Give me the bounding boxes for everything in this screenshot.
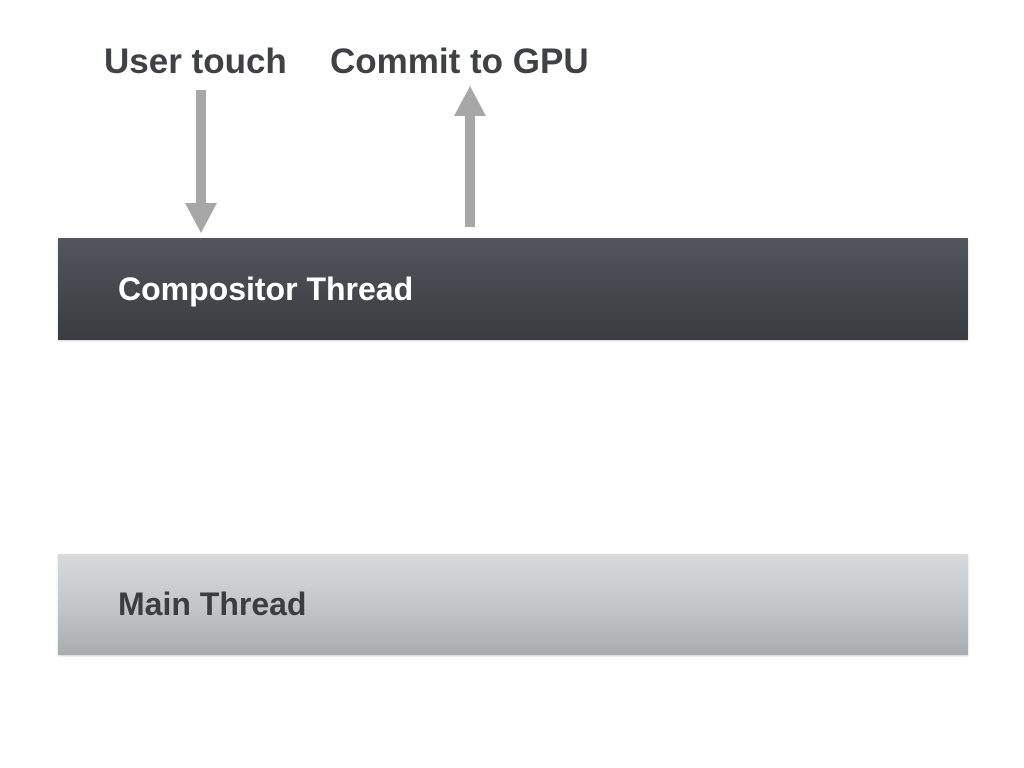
main-thread-bar: Main Thread: [58, 554, 968, 655]
down-arrow-head: [185, 203, 217, 233]
user-touch-label: User touch: [104, 42, 287, 81]
main-thread-label: Main Thread: [118, 586, 307, 622]
down-arrow-icon: [185, 90, 217, 233]
up-arrow-head: [454, 86, 486, 116]
compositor-thread-bar: Compositor Thread: [58, 238, 968, 340]
commit-to-gpu-label: Commit to GPU: [330, 42, 589, 81]
up-arrow-shaft: [465, 115, 475, 227]
down-arrow-shaft: [196, 90, 206, 204]
up-arrow-icon: [454, 86, 486, 227]
compositor-thread-label: Compositor Thread: [118, 270, 414, 307]
